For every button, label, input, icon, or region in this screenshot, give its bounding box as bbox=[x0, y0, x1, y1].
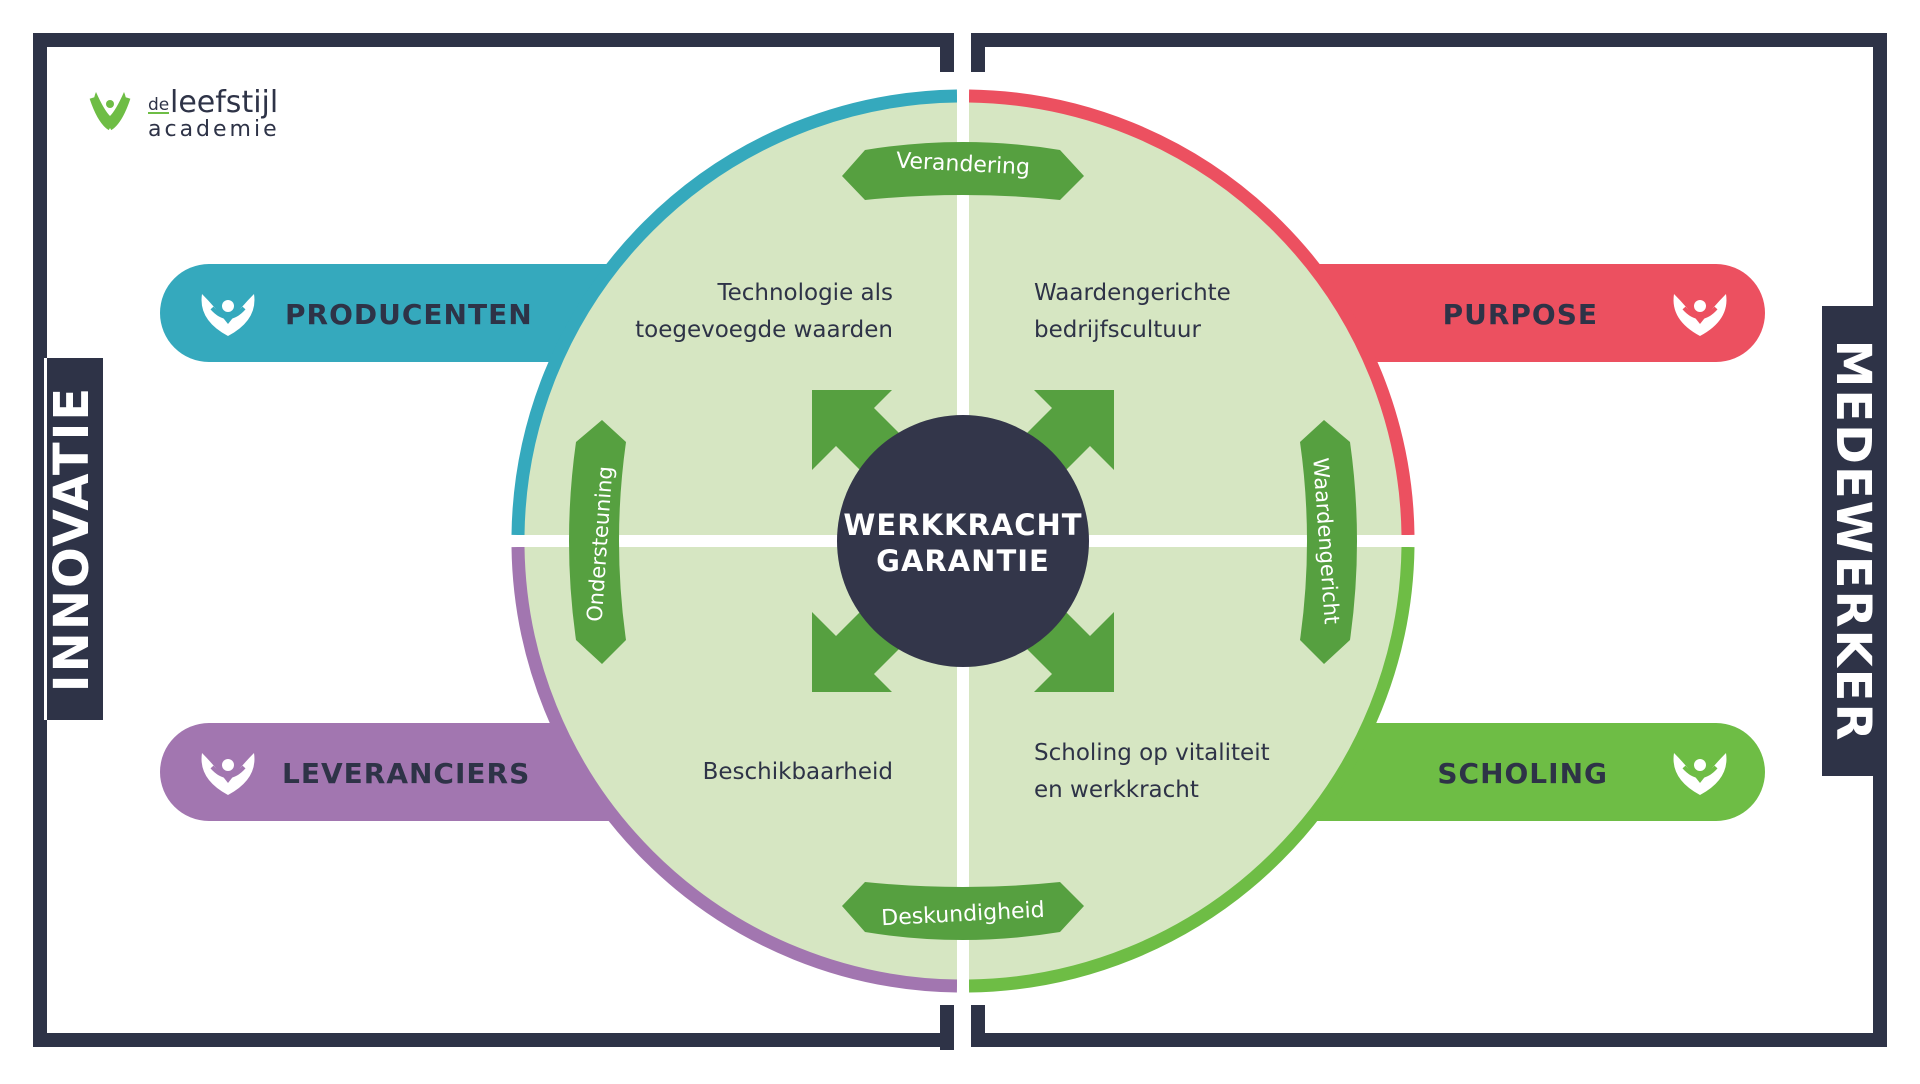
badge-bottom: Deskundigheid bbox=[842, 882, 1084, 940]
side-label-innovatie: INNOVATIE bbox=[44, 358, 104, 720]
rim-top-left bbox=[511, 89, 958, 536]
quadrant-top-right-line-1: Waardengerichte bbox=[1034, 280, 1231, 306]
purpose-label: PURPOSE bbox=[1443, 298, 1598, 331]
rim-bottom-right bbox=[968, 546, 1415, 993]
logo-academie: academie bbox=[148, 117, 280, 142]
badge-right: Waardengericht bbox=[1300, 420, 1357, 664]
left-frame-bottom bbox=[40, 1005, 954, 1047]
producenten-leaf-icon bbox=[201, 294, 255, 336]
side-label-medewerker: MEDEWERKER bbox=[1822, 306, 1881, 776]
left-frame-top bbox=[40, 33, 954, 72]
leveranciers-leaf-icon bbox=[201, 753, 255, 795]
center-line-2: GARANTIE bbox=[876, 544, 1050, 578]
quadrant-top-right-line-2: bedrijfscultuur bbox=[1034, 317, 1201, 343]
innovatie-label: INNOVATIE bbox=[44, 386, 100, 692]
right-frame bbox=[971, 33, 1887, 1047]
quadrant-bottom-right-line-1: Scholing op vitaliteit bbox=[1034, 740, 1270, 766]
medewerker-label: MEDEWERKER bbox=[1825, 340, 1881, 743]
quadrant-bottom-right-line-2: en werkkracht bbox=[1034, 777, 1199, 803]
center-line-1: WERKKRACHT bbox=[843, 508, 1082, 542]
badge-top: Verandering bbox=[842, 142, 1084, 200]
logo-de: de bbox=[148, 95, 169, 115]
quadrant-top-left-line-1: Technologie als bbox=[716, 280, 893, 306]
logo-leefstijl: leefstijl bbox=[170, 85, 278, 120]
rim-bottom-left bbox=[511, 546, 958, 993]
rim-top-right bbox=[968, 89, 1415, 536]
leveranciers-label: LEVERANCIERS bbox=[282, 757, 530, 790]
producenten-label: PRODUCENTEN bbox=[285, 298, 533, 331]
quadrant-top-left-line-2: toegevoegde waarden bbox=[635, 317, 893, 343]
scholing-leaf-icon bbox=[1673, 753, 1727, 795]
center-circle bbox=[837, 415, 1089, 667]
quadrant-bottom-left-line-1: Beschikbaarheid bbox=[703, 759, 893, 785]
leefstijl-logo: de leefstijl academie bbox=[89, 85, 280, 142]
badge-left: Ondersteuning bbox=[569, 420, 626, 664]
scholing-label: SCHOLING bbox=[1437, 757, 1608, 790]
purpose-leaf-icon bbox=[1673, 294, 1727, 336]
